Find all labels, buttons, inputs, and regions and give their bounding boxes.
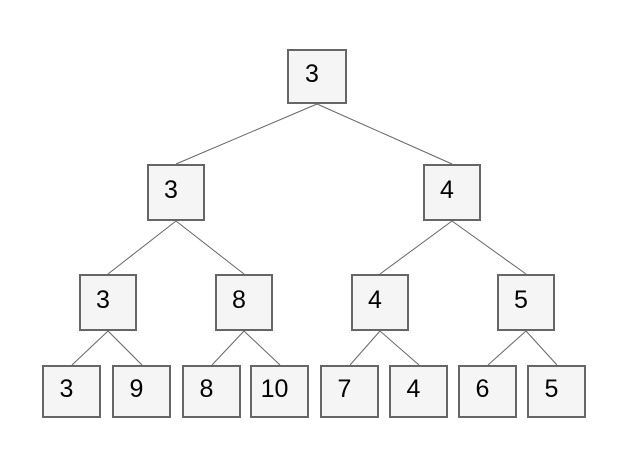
tree-edge (487, 330, 527, 366)
tree-edge (107, 220, 177, 275)
tree-edge (379, 220, 453, 275)
tree-edge (211, 330, 245, 366)
tree-node-leaf-3: 8 (182, 365, 241, 418)
tree-node-root: 3 (287, 49, 347, 104)
tree-node-leaf-8: 5 (527, 365, 586, 418)
tree-node-leaf-2: 9 (112, 365, 171, 418)
tree-edge (175, 103, 318, 165)
tree-edge (379, 330, 420, 366)
tree-edge (349, 330, 381, 366)
tree-node-leaf-5: 7 (320, 365, 379, 418)
tree-node-l3-1: 3 (79, 274, 137, 331)
tree-node-l2-right: 4 (423, 164, 481, 221)
tree-edge (175, 220, 245, 275)
tree-node-l3-3: 4 (351, 274, 409, 331)
tree-node-l2-left: 3 (147, 164, 205, 221)
tree-node-l3-2: 8 (215, 274, 273, 331)
tree-node-leaf-6: 4 (389, 365, 448, 418)
tree-edge (71, 330, 109, 366)
tree-edge (525, 330, 558, 366)
tree-node-leaf-4: 10 (250, 365, 309, 418)
tree-edge (243, 330, 281, 366)
tree-node-l3-4: 5 (497, 274, 555, 331)
tree-edge (316, 103, 453, 165)
tree-edge (451, 220, 527, 275)
tree-node-leaf-7: 6 (458, 365, 517, 418)
tree-edge (107, 330, 143, 366)
tree-node-leaf-1: 3 (42, 365, 101, 418)
